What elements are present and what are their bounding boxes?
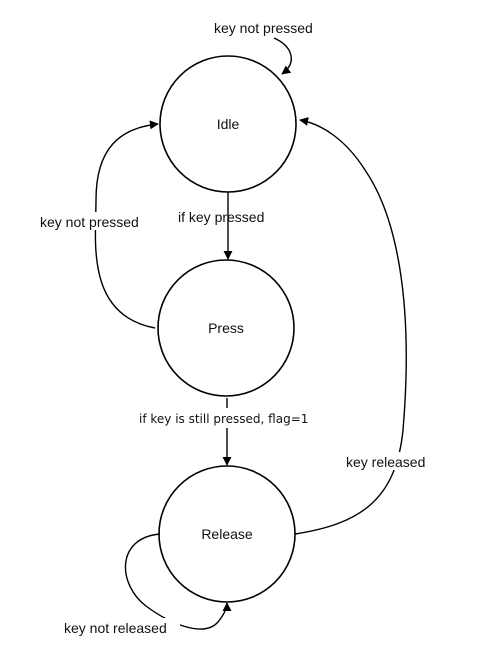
label-press-to-release: if key is still pressed, flag=1 <box>139 412 308 426</box>
state-press: Press <box>157 259 295 397</box>
edge-press-to-idle <box>94 120 159 329</box>
state-press-circle <box>157 259 295 397</box>
label-press-to-idle: key not pressed <box>40 214 139 230</box>
label-release-self-loop: key not released <box>64 620 167 636</box>
state-idle-label: Idle <box>217 116 240 132</box>
state-release: Release <box>158 465 296 603</box>
label-idle-self-loop: key not pressed <box>214 20 313 36</box>
label-idle-to-press: if key pressed <box>178 209 264 225</box>
state-idle: Idle <box>159 55 297 193</box>
state-press-label: Press <box>208 320 244 336</box>
edge-idle-self-loop <box>273 37 292 75</box>
label-release-to-idle: key released <box>346 454 425 470</box>
state-release-label: Release <box>201 526 253 542</box>
edge-release-to-idle <box>294 117 407 535</box>
